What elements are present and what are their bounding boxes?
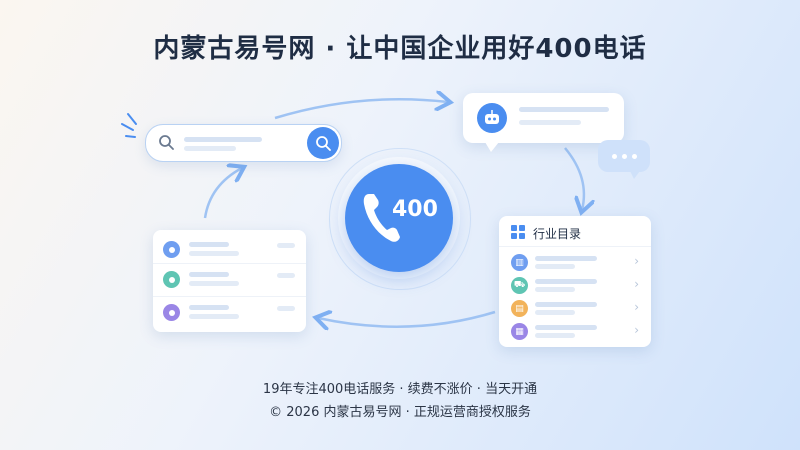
avatar-icon: [163, 304, 180, 321]
list-item[interactable]: [153, 263, 306, 294]
directory-heading: 行业目录: [533, 227, 582, 241]
directory-item[interactable]: ▦ ›: [499, 320, 651, 343]
sparkle-icon: [121, 113, 137, 138]
page-title: 内蒙古易号网 · 让中国企业用好400电话: [153, 34, 647, 64]
robot-icon: [477, 103, 507, 133]
placeholder-line: [184, 137, 262, 142]
search-button[interactable]: [307, 127, 339, 159]
search-icon: [159, 135, 174, 150]
arrow-search-to-chat: [274, 99, 448, 120]
message-line: [519, 107, 609, 112]
directory-item[interactable]: ▥ ›: [499, 251, 651, 274]
center-ring: [329, 148, 471, 290]
grid-icon: [511, 225, 525, 239]
arrow-chat-to-directory: [564, 147, 584, 210]
avatar-icon: [163, 241, 180, 258]
phone-400-badge: [345, 164, 453, 272]
footer-tagline: 19年专注400电话服务 · 续费不涨价 · 当天开通: [262, 382, 538, 397]
factory-icon: ▤: [511, 300, 528, 317]
cart-icon: ⛟: [511, 277, 528, 294]
chevron-right-icon: ›: [634, 323, 639, 337]
office-icon: ▦: [511, 323, 528, 340]
placeholder-line: [184, 146, 236, 151]
chevron-right-icon: ›: [634, 300, 639, 314]
chat-bubble: [463, 93, 624, 152]
directory-item[interactable]: ▤ ›: [499, 297, 651, 320]
phone-icon: [363, 194, 400, 242]
building-icon: ▥: [511, 254, 528, 271]
footer-copyright: © 2026 内蒙古易号网 · 正规运营商授权服务: [269, 405, 531, 420]
arrow-list-to-search: [203, 168, 242, 219]
search-bar[interactable]: [145, 124, 342, 162]
contact-list-card: [153, 230, 306, 332]
chevron-right-icon: ›: [634, 277, 639, 291]
directory-item[interactable]: ⛟ ›: [499, 274, 651, 297]
arrow-directory-to-list: [318, 312, 496, 327]
industry-directory-card: 行业目录 ▥ › ⛟ › ▤ › ▦ ›: [499, 216, 651, 347]
avatar-icon: [163, 271, 180, 288]
badge-label: 400: [392, 197, 438, 222]
search-icon: [316, 136, 331, 151]
typing-bubble-icon: [598, 140, 650, 179]
chevron-right-icon: ›: [634, 254, 639, 268]
list-item[interactable]: [153, 234, 306, 264]
message-line: [519, 120, 581, 125]
list-item[interactable]: [153, 296, 306, 327]
